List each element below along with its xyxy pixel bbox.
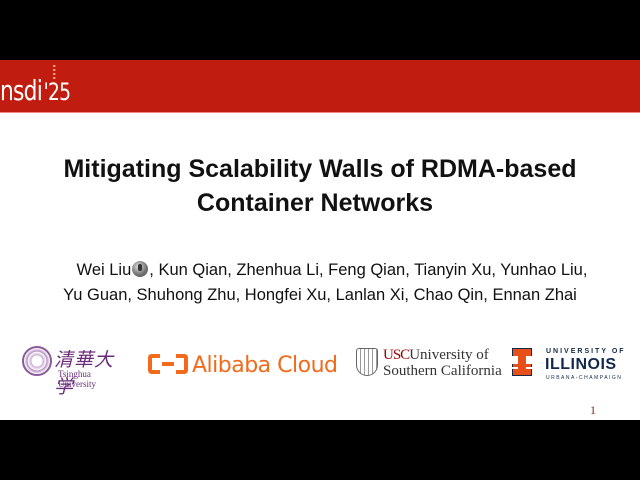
alibaba-cloud-logo: Alibaba Cloud bbox=[148, 348, 338, 378]
usc-abbr: USC bbox=[383, 347, 410, 363]
nsdi-dots-icon bbox=[53, 65, 56, 79]
tsinghua-chinese-name: 清華大学 bbox=[54, 349, 115, 398]
block-i-icon bbox=[512, 348, 532, 376]
title-line-2: Container Networks bbox=[196, 189, 434, 217]
usc-line-2: Southern California bbox=[383, 363, 502, 379]
slide-title: Mitigating Scalability Walls of RDMA-bas… bbox=[0, 152, 640, 220]
uiuc-line-3: URBANA-CHAMPAIGN bbox=[546, 375, 623, 381]
authors-rest-line-1: , Kun Qian, Zhenhua Li, Feng Qian, Tiany… bbox=[149, 261, 588, 279]
uiuc-line-1: UNIVERSITY OF bbox=[546, 348, 626, 355]
authors-line-2: Yu Guan, Shuhong Zhu, Hongfei Xu, Lanlan… bbox=[63, 286, 577, 304]
tsinghua-logo: 清華大学 Tsinghua University bbox=[20, 342, 125, 398]
alibaba-cloud-text: Alibaba Cloud bbox=[192, 353, 338, 378]
page-number: 1 bbox=[590, 403, 596, 417]
nsdi-logo: nsdi'25 bbox=[0, 65, 71, 108]
nsdi-year: '25 bbox=[43, 78, 71, 106]
title-line-1: Mitigating Scalability Walls of RDMA-bas… bbox=[63, 155, 577, 183]
usc-shield-icon bbox=[356, 348, 378, 376]
nsdi-logo-text: nsdi bbox=[0, 74, 43, 107]
usc-line-1: University of bbox=[409, 347, 489, 363]
alibaba-bracket-icon bbox=[148, 354, 188, 374]
header-banner: nsdi'25 bbox=[0, 60, 640, 113]
tsinghua-english-name: Tsinghua University bbox=[58, 369, 96, 389]
affiliation-logos: 清華大学 Tsinghua University Alibaba Cloud U… bbox=[0, 342, 640, 398]
slide: nsdi'25 Mitigating Scalability Walls of … bbox=[0, 60, 640, 420]
uiuc-logo: UNIVERSITY OF ILLINOIS URBANA-CHAMPAIGN bbox=[512, 346, 624, 382]
microphone-icon bbox=[132, 261, 149, 277]
uiuc-line-2: ILLINOIS bbox=[545, 356, 617, 373]
usc-logo: USCUniversity of Southern California bbox=[356, 346, 502, 382]
author-list: Wei Liu , Kun Qian, Zhenhua Li, Feng Qian… bbox=[0, 258, 640, 308]
authors-line-1: Wei Liu , Kun Qian, Zhenhua Li, Feng Qian… bbox=[24, 258, 640, 283]
presenter-name: Wei Liu bbox=[76, 261, 132, 279]
tsinghua-seal-icon bbox=[22, 346, 52, 376]
